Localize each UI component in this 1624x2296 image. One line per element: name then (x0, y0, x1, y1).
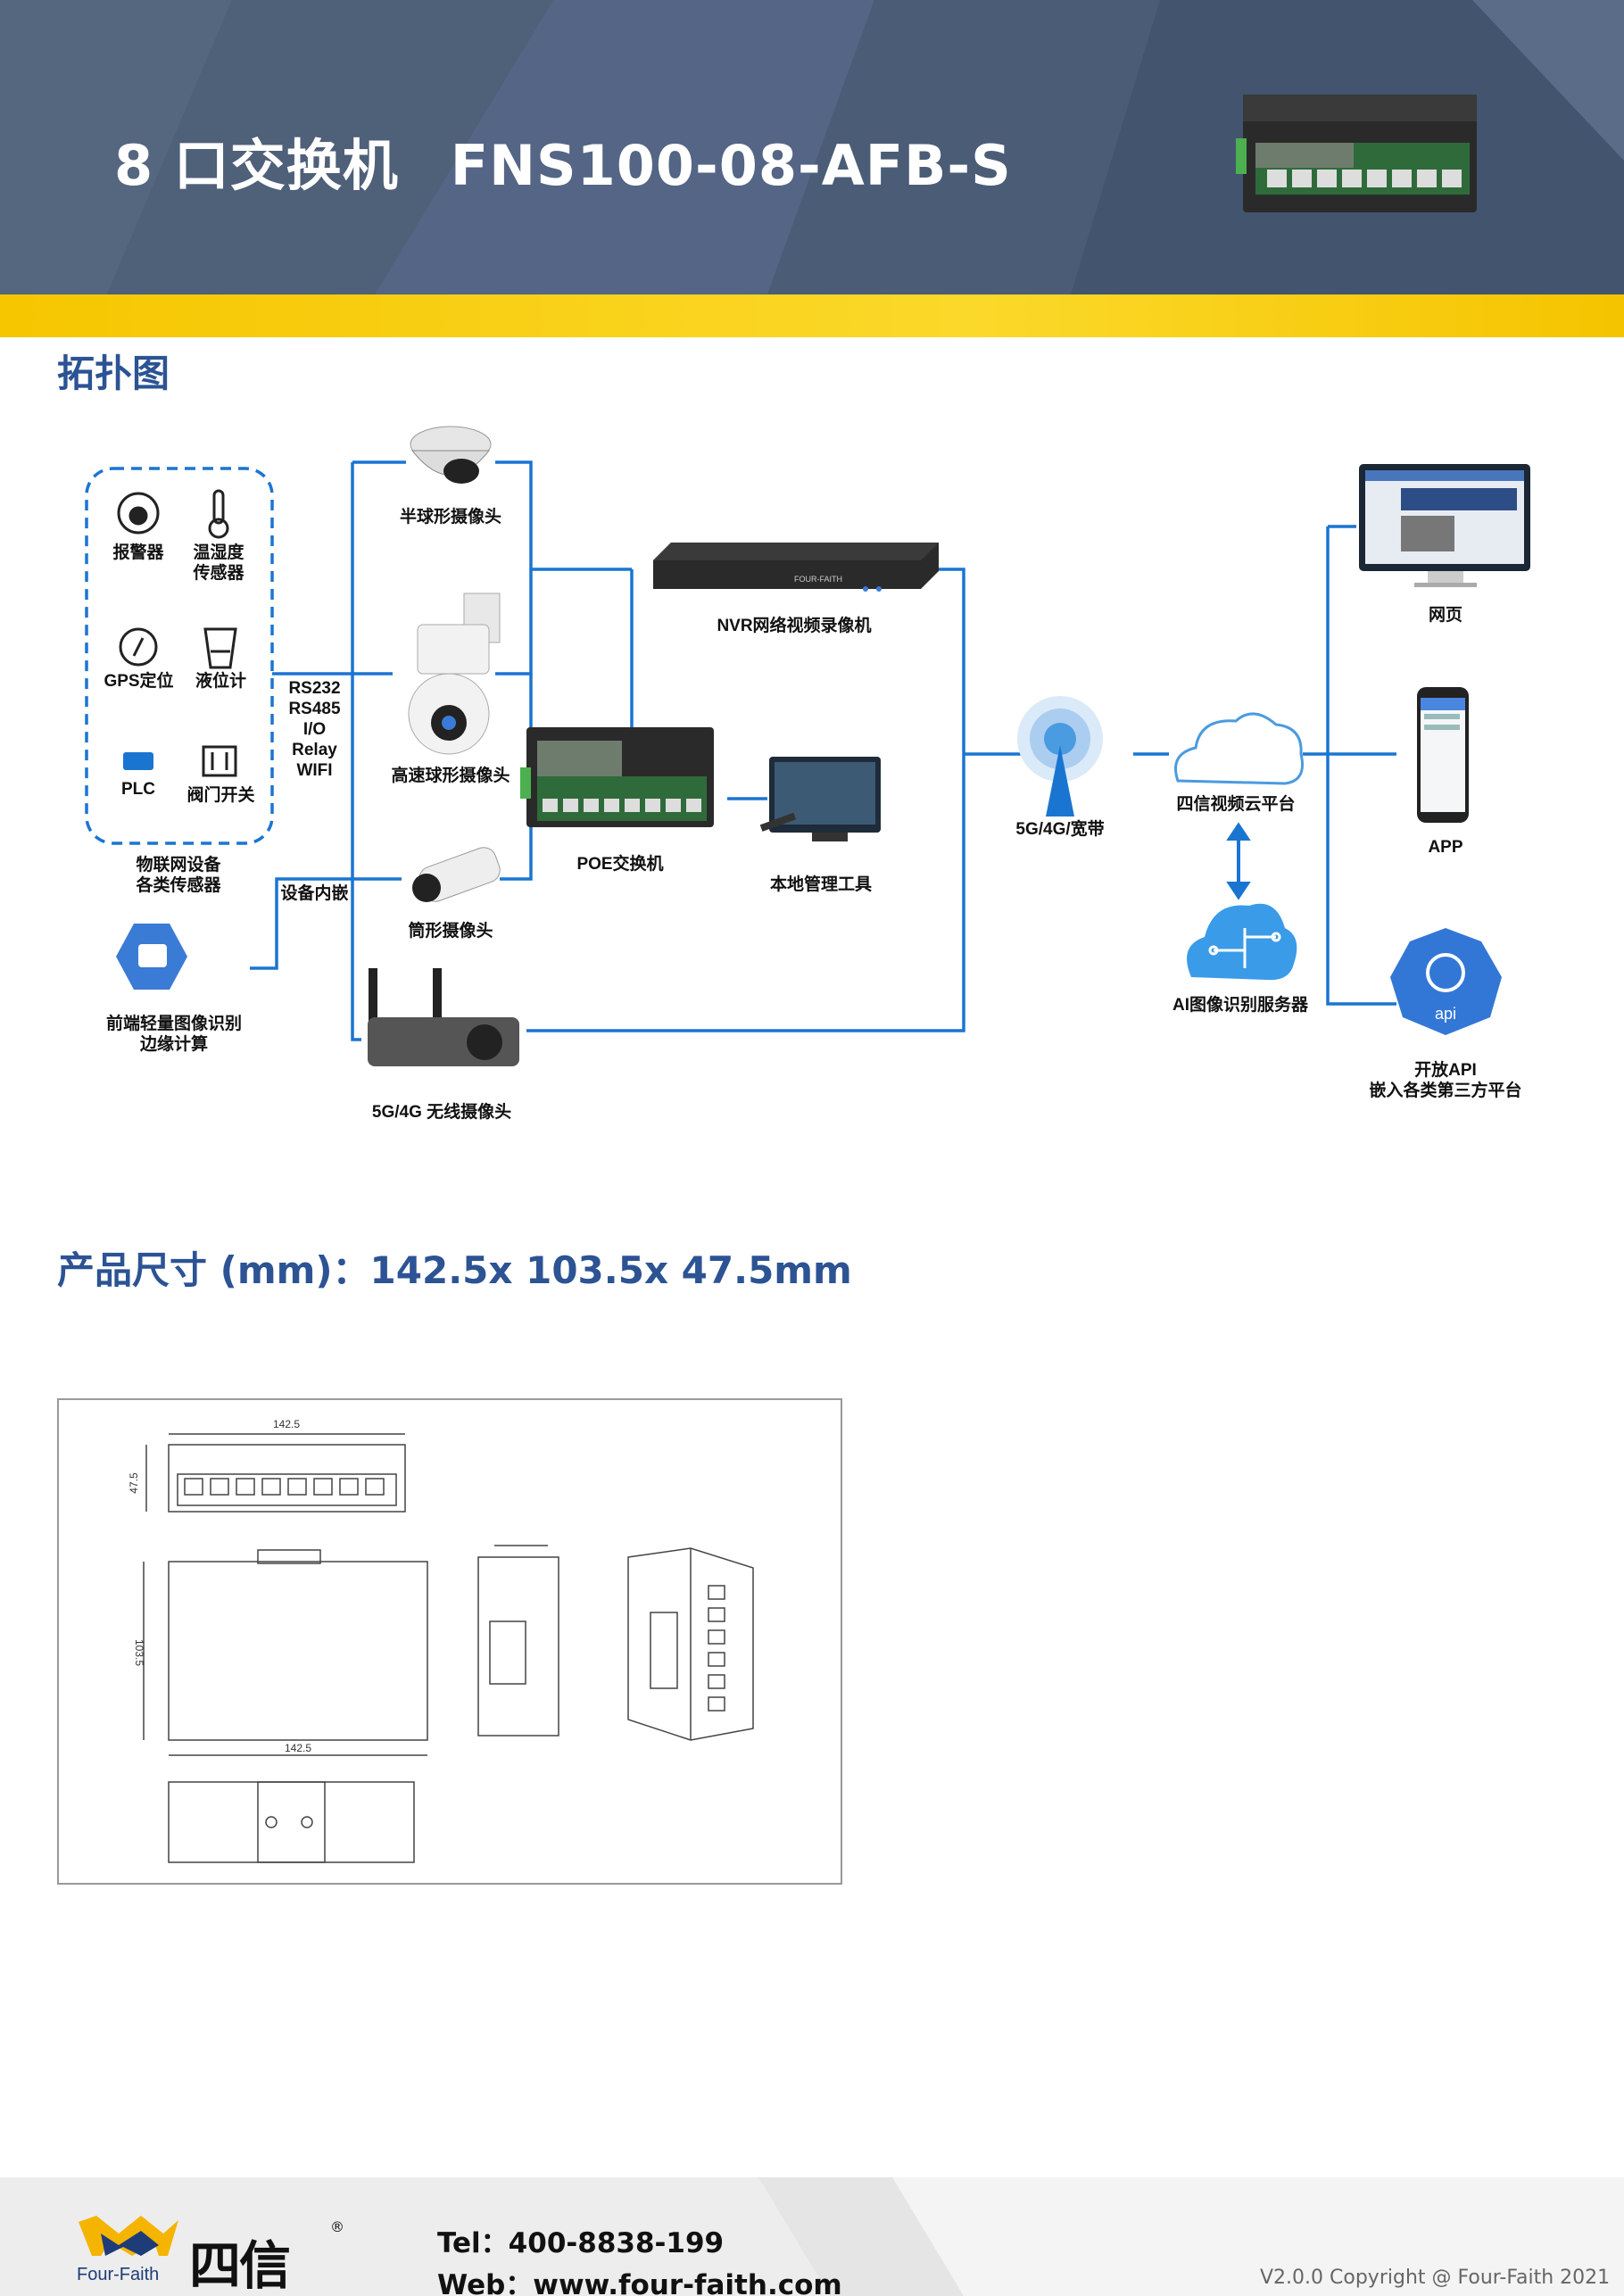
drawing-bottom-label: 142.5 (285, 1742, 311, 1754)
iot-label-alarm: 报警器 (112, 543, 164, 562)
copyright: V2.0.0 Copyright @ Four-Faith 2021 (1260, 2267, 1611, 2289)
iot-label-plc: PLC (121, 780, 155, 799)
footer-background (0, 2177, 964, 2296)
footer-web[interactable]: Web：www.four-faith.com (437, 2269, 842, 2296)
product-name: 8 口交换机 (114, 133, 399, 198)
brand-en: Four-Faith (77, 2265, 160, 2284)
nvr-label: NVR网络视频录像机 (717, 617, 872, 635)
nvr-icon: FOUR-FAITH (653, 543, 939, 592)
compass-icon (119, 627, 158, 667)
web-label: 网页 (1428, 606, 1462, 625)
bullet-camera-icon (412, 847, 501, 902)
edge-compute-icon (116, 924, 187, 990)
product-model: FNS100-08-AFB-S (450, 133, 1012, 198)
api-badge-text: api (1435, 1005, 1456, 1023)
app-label: APP (1428, 838, 1463, 857)
web-monitor-icon (1359, 464, 1530, 587)
technical-drawing: 142.5 47.5 103.5 142.5 (128, 1418, 754, 1863)
nvr-brand-text: FOUR-FAITH (794, 575, 842, 584)
network-tower-icon (1017, 696, 1103, 816)
thermometer-icon (208, 489, 229, 539)
bullet-camera-label: 筒形摄像头 (408, 922, 493, 941)
network-label: 5G/4G/宽带 (1015, 820, 1105, 839)
embedded-label: 设备内嵌 (280, 884, 349, 903)
yellow-stripe (0, 294, 1624, 337)
iot-label-thermometer: 温湿度 传感器 (193, 543, 244, 583)
header-banner: 8 口交换机 FNS100-08-AFB-S (0, 0, 1624, 294)
topology-title: 拓扑图 (57, 352, 170, 395)
local-management-monitor-icon (759, 757, 881, 841)
switch-product-image (1236, 95, 1477, 212)
valve-switch-icon (202, 745, 237, 777)
alarm-icon (117, 492, 160, 535)
cloud-platform-label: 四信视频云平台 (1176, 795, 1296, 814)
iot-label-level: 液位计 (195, 672, 246, 691)
level-gauge-icon (203, 627, 237, 669)
cloud-platform-icon (1174, 712, 1304, 785)
drawing-height-label: 47.5 (128, 1472, 140, 1494)
app-phone-icon (1417, 687, 1469, 823)
wireless-camera-label: 5G/4G 无线摄像头 (371, 1103, 512, 1122)
footer-tel: Tel：400-8838-199 (437, 2227, 725, 2259)
connection-lines (250, 460, 1396, 1041)
brand-logo-icon (79, 2216, 178, 2256)
iot-label-gps: GPS定位 (104, 672, 174, 691)
ai-server-icon (1187, 903, 1297, 981)
ai-server-label: AI图像识别服务器 (1172, 996, 1308, 1015)
iot-group-label: 物联网设备 各类传感器 (136, 856, 221, 895)
speed-dome-camera-icon (408, 593, 501, 755)
brand-cn: 四信 (189, 2235, 291, 2296)
page-title: 8 口交换机 FNS100-08-AFB-S (114, 120, 1012, 201)
edge-compute-label: 前端轻量图像识别 边缘计算 (105, 1015, 242, 1054)
topology-diagram: FOUR-FAITH (85, 426, 1530, 1066)
wireless-camera-icon (368, 968, 519, 1066)
dome-camera-label: 半球形摄像头 (399, 508, 501, 526)
open-api-label: 开放API 嵌入各类第三方平台 (1369, 1061, 1522, 1100)
local-tool-label: 本地管理工具 (769, 875, 872, 894)
speed-dome-camera-label: 高速球形摄像头 (391, 767, 510, 785)
registered-mark: ® (330, 2218, 344, 2235)
footer: Four-Faith 四信 ® Tel：400-8838-199 Web：www… (0, 2177, 1624, 2296)
dimension-title: 产品尺寸 (mm)：142.5x 103.5x 47.5mm (57, 1248, 852, 1292)
drawing-width-label: 142.5 (273, 1418, 300, 1430)
technical-drawing-frame (57, 1398, 842, 1885)
poe-switch-label: POE交换机 (576, 855, 664, 874)
plc-icon (123, 752, 153, 770)
double-arrow (1226, 822, 1251, 900)
poe-switch-icon (520, 727, 714, 827)
dome-camera-icon (410, 426, 492, 484)
interface-list: RS232 RS485 I/O Relay WIFI (288, 679, 341, 780)
open-api-icon: api (1390, 928, 1502, 1035)
iot-label-valve: 阀门开关 (186, 786, 255, 805)
drawing-depth-label: 103.5 (133, 1639, 145, 1666)
